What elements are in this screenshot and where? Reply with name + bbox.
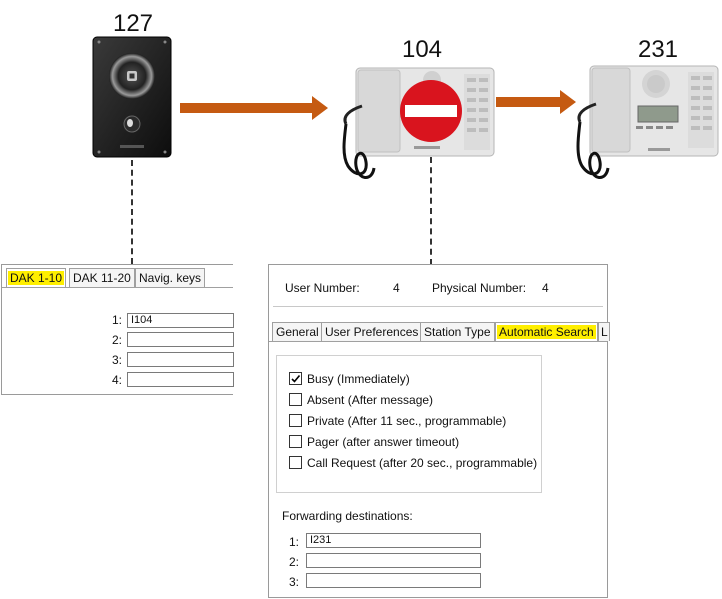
dak-field-4[interactable] bbox=[127, 372, 234, 387]
device-number-104: 104 bbox=[401, 36, 443, 63]
checkbox-absent-box[interactable] bbox=[289, 393, 302, 406]
dak-field-2[interactable] bbox=[127, 332, 234, 347]
tab-station-type[interactable]: Station Type bbox=[420, 322, 495, 341]
checkbox-busy-label: Busy (Immediately) bbox=[307, 372, 410, 386]
dak-field-label-3: 3: bbox=[111, 353, 122, 367]
header-divider bbox=[273, 306, 603, 307]
tab-automatic-search[interactable]: Automatic Search bbox=[495, 322, 598, 341]
settings-tab-row: General User Preferences Station Type Au… bbox=[269, 319, 610, 342]
checkbox-call-request-box[interactable] bbox=[289, 456, 302, 469]
forward-arrow-2 bbox=[496, 90, 576, 114]
forwarding-title: Forwarding destinations: bbox=[282, 509, 413, 523]
tab-user-preferences[interactable]: User Preferences bbox=[321, 322, 423, 341]
checkbox-call-request-label: Call Request (after 20 sec., programmabl… bbox=[307, 456, 538, 470]
connector-line-right bbox=[430, 157, 432, 265]
tab-navig-keys[interactable]: Navig. keys bbox=[135, 268, 206, 287]
desk-station-231-image bbox=[576, 65, 719, 179]
forwarding-field-2[interactable] bbox=[306, 553, 481, 568]
dak-field-label-4: 4: bbox=[111, 373, 122, 387]
forwarding-label-3: 3: bbox=[288, 575, 299, 589]
device-number-127: 127 bbox=[112, 10, 154, 37]
user-number-value: 4 bbox=[393, 281, 400, 295]
checkbox-busy-box[interactable] bbox=[289, 372, 302, 385]
checkbox-absent-label: Absent (After message) bbox=[307, 393, 434, 407]
physical-number-label: Physical Number: bbox=[432, 281, 527, 295]
door-station-image bbox=[92, 36, 172, 158]
tab-dak-11-20[interactable]: DAK 11-20 bbox=[69, 268, 135, 287]
device-number-231: 231 bbox=[637, 36, 679, 63]
dak-panel: DAK 1-10 DAK 11-20 Navig. keys 1: I104 2… bbox=[1, 264, 234, 395]
dak-field-label-1: 1: bbox=[111, 313, 122, 327]
checkbox-pager-label: Pager (after answer timeout) bbox=[307, 435, 460, 449]
user-settings-panel: User Number: 4 Physical Number: 4 Genera… bbox=[268, 264, 610, 598]
desk-station-104-image bbox=[342, 67, 495, 179]
dak-tab-row: DAK 1-10 DAK 11-20 Navig. keys bbox=[2, 265, 233, 288]
forwarding-label-2: 2: bbox=[288, 555, 299, 569]
forwarding-label-1: 1: bbox=[288, 535, 299, 549]
tab-overflow[interactable]: L bbox=[598, 322, 610, 341]
dak-field-label-2: 2: bbox=[111, 333, 122, 347]
forward-arrow-1 bbox=[180, 96, 328, 120]
checkbox-private-box[interactable] bbox=[289, 414, 302, 427]
checkbox-private-label: Private (After 11 sec., programmable) bbox=[307, 414, 507, 428]
search-options-group: Busy (Immediately) Absent (After message… bbox=[276, 355, 542, 493]
dak-field-3[interactable] bbox=[127, 352, 234, 367]
connector-line-left bbox=[131, 160, 133, 264]
tab-dak-1-10[interactable]: DAK 1-10 bbox=[6, 268, 67, 287]
user-number-label: User Number: bbox=[285, 281, 360, 295]
forwarding-field-3[interactable] bbox=[306, 573, 481, 588]
tab-general[interactable]: General bbox=[272, 322, 323, 341]
checkbox-pager-box[interactable] bbox=[289, 435, 302, 448]
physical-number-value: 4 bbox=[542, 281, 549, 295]
forwarding-field-1[interactable]: I231 bbox=[306, 533, 481, 548]
dak-field-1[interactable]: I104 bbox=[127, 313, 234, 328]
